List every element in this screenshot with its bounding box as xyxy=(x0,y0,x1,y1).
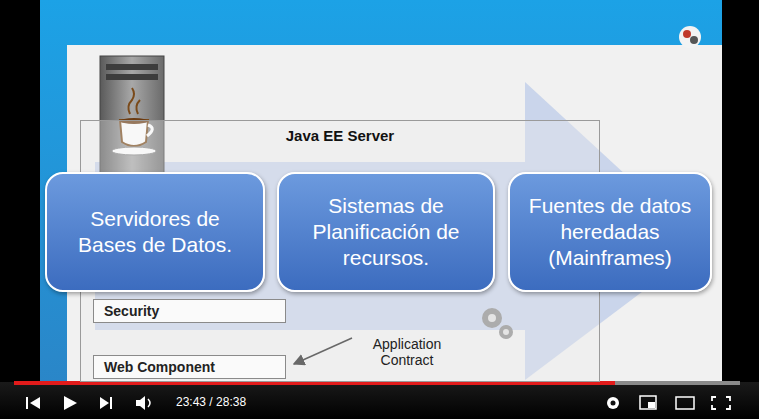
box-text: Servidores de Bases de Datos. xyxy=(61,206,249,259)
video-time: 23:43 / 28:38 xyxy=(176,395,296,409)
process-box: Sistemas de Planificación de recursos. xyxy=(277,172,495,292)
connector-label: Application Contract xyxy=(352,336,462,368)
component-box: Security xyxy=(93,299,286,323)
process-box: Servidores de Bases de Datos. xyxy=(45,172,265,292)
box-text: Security xyxy=(104,303,159,319)
control-bar xyxy=(0,382,759,419)
box-text: Fuentes de datos heredadas (Mainframes) xyxy=(524,193,696,272)
box-text: Sistemas de Planificación de recursos. xyxy=(293,193,479,272)
component-box: Web Component xyxy=(93,355,286,379)
channel-logo xyxy=(679,26,701,48)
blue-band xyxy=(40,0,722,382)
container-title: Java EE Server xyxy=(81,127,599,144)
box-text: Web Component xyxy=(104,359,215,375)
process-box: Fuentes de datos heredadas (Mainframes) xyxy=(508,172,712,292)
player-buttons xyxy=(26,396,730,410)
